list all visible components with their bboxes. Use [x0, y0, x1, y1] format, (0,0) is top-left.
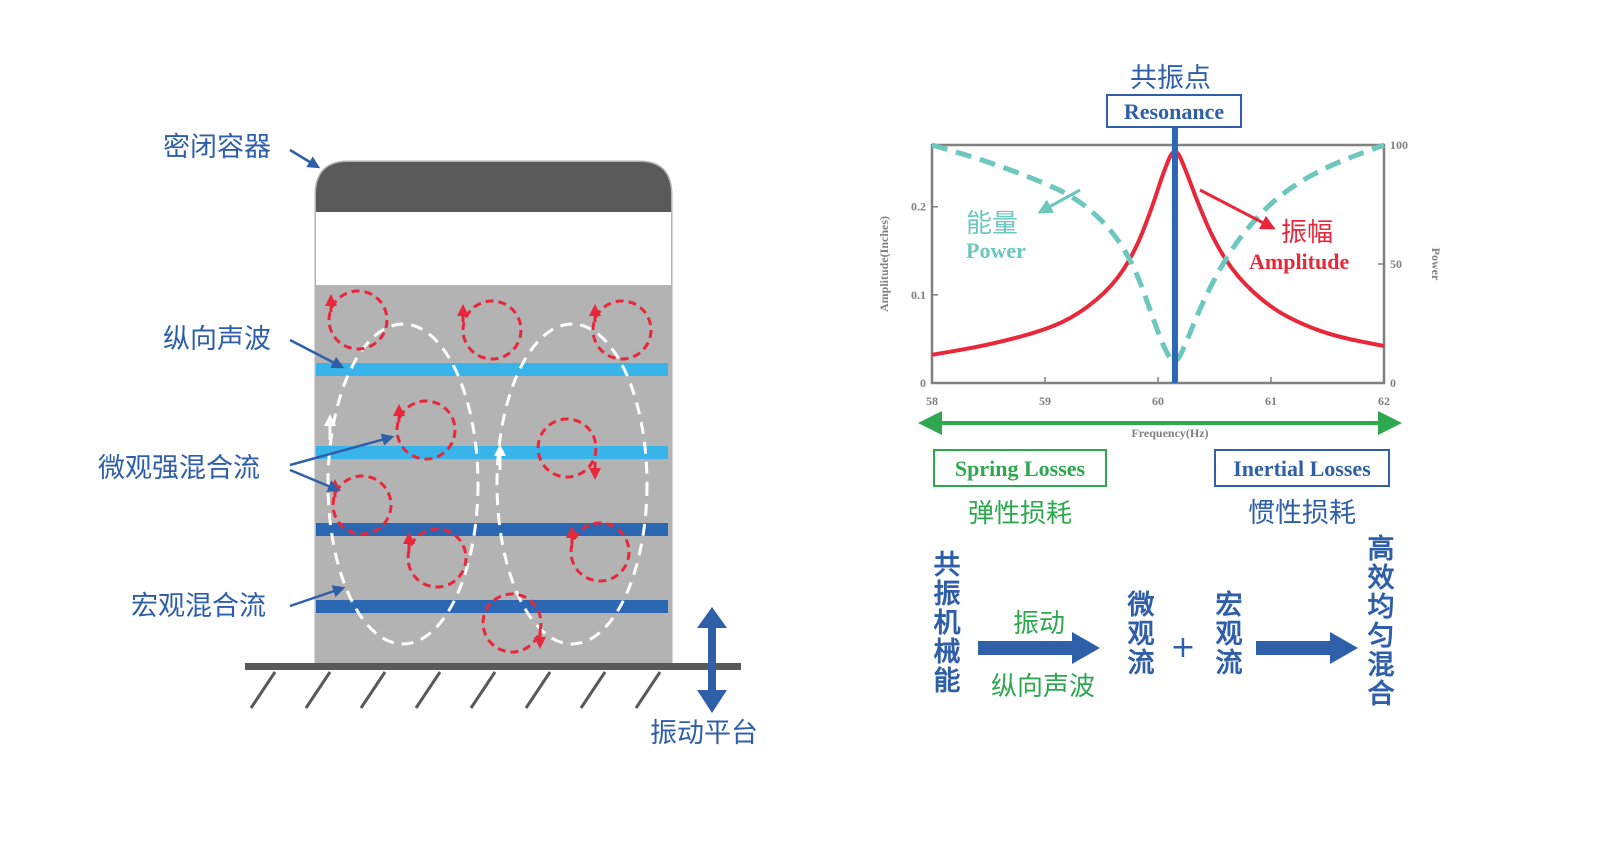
micro-swirl [331, 474, 393, 536]
series-line-power [931, 142, 1385, 364]
flow-plus: + [1170, 630, 1195, 665]
x-axis-title: Frequency(Hz) [1131, 426, 1208, 440]
micro-swirl [327, 289, 389, 351]
energy-label-cn: 能量 [966, 209, 1018, 239]
spring-losses-cn: 弹性损耗 [968, 499, 1072, 529]
y-axis-left-title: Amplitude(Inches) [877, 216, 891, 312]
label-sealed-container: 密闭容器 [163, 132, 271, 163]
platform-hatching [249, 671, 662, 709]
flow-arrow-2 [1256, 632, 1358, 664]
flow-vibration-label: 振动 [1013, 609, 1065, 639]
micro-swirl [406, 527, 468, 589]
y-axis-right-title: Power [1429, 248, 1443, 281]
spring-losses-en: Spring Losses [955, 456, 1086, 481]
energy-pointer [1037, 188, 1081, 214]
label-macro-mixing: 宏观混合流 [131, 591, 266, 622]
label-vibration-platform: 振动平台 [650, 718, 758, 749]
leader-arrows [289, 148, 395, 608]
wave-bar-dark-2 [316, 600, 668, 613]
wave-bar-dark-1 [316, 523, 668, 536]
inertial-losses-cn: 惯性损耗 [1248, 498, 1356, 529]
wave-bar-light-2 [316, 446, 668, 459]
wave-bar-light-1 [316, 363, 668, 376]
micro-swirl [536, 417, 598, 479]
x-tick-label: 60 [1152, 394, 1164, 408]
flow-result: 高效均匀混合 [1368, 533, 1395, 710]
series-layer [931, 128, 1385, 383]
platform-base [245, 663, 741, 670]
y-right-tick-label: 100 [1390, 138, 1408, 152]
process-flow: 共振机械能 振动 纵向声波 微观流 + 宏观流 高效均匀混合 [934, 533, 1395, 710]
amplitude-label-en: Amplitude [1249, 249, 1349, 274]
resonance-box [1106, 94, 1242, 128]
x-tick-label: 59 [1039, 394, 1051, 408]
flow-resonance-machine: 共振机械能 [934, 550, 961, 697]
x-tick-label: 61 [1265, 394, 1277, 408]
micro-swirl [481, 592, 543, 654]
y-left-tick-label: 0.2 [911, 200, 926, 214]
series-line-amplitude [931, 149, 1385, 357]
micro-swirls [327, 289, 653, 654]
container-headspace [316, 212, 671, 285]
macro-flow-loop-right [495, 322, 649, 646]
flow-arrow-1 [978, 632, 1100, 664]
micro-swirl [591, 299, 653, 361]
micro-swirl [461, 299, 523, 361]
inertial-losses-en: Inertial Losses [1233, 456, 1371, 481]
label-longitudinal-wave: 纵向声波 [163, 324, 271, 355]
energy-label-en: Power [966, 238, 1026, 263]
y-right-tick-label: 50 [1390, 257, 1402, 271]
flow-macro-flow: 宏观流 [1216, 589, 1243, 679]
y-left-tick-label: 0.1 [911, 288, 926, 302]
y-right-tick-label: 0 [1390, 376, 1396, 390]
resonance-title-en: Resonance [1124, 99, 1224, 124]
amplitude-pointer [1199, 188, 1276, 230]
inertial-losses-box [1214, 449, 1390, 487]
flow-longitudinal-wave-label: 纵向声波 [991, 672, 1095, 702]
container-diagram: 密闭容器 纵向声波 微观强混合流 宏观混合流 振动平台 [98, 132, 758, 749]
label-micro-mixing: 微观强混合流 [98, 453, 260, 484]
container-lid [316, 162, 671, 212]
x-tick-label: 58 [926, 394, 938, 408]
flow-micro-flow: 微观流 [1127, 590, 1155, 679]
micro-swirl [395, 399, 457, 461]
x-tick-label: 62 [1378, 394, 1390, 408]
vibration-double-arrow [697, 607, 727, 713]
micro-swirl [569, 521, 631, 583]
spring-losses-box [933, 449, 1107, 487]
amplitude-label-cn: 振幅 [1281, 218, 1333, 248]
y-left-tick-label: 0 [920, 376, 926, 390]
resonance-title-cn: 共振点 [1130, 63, 1211, 94]
